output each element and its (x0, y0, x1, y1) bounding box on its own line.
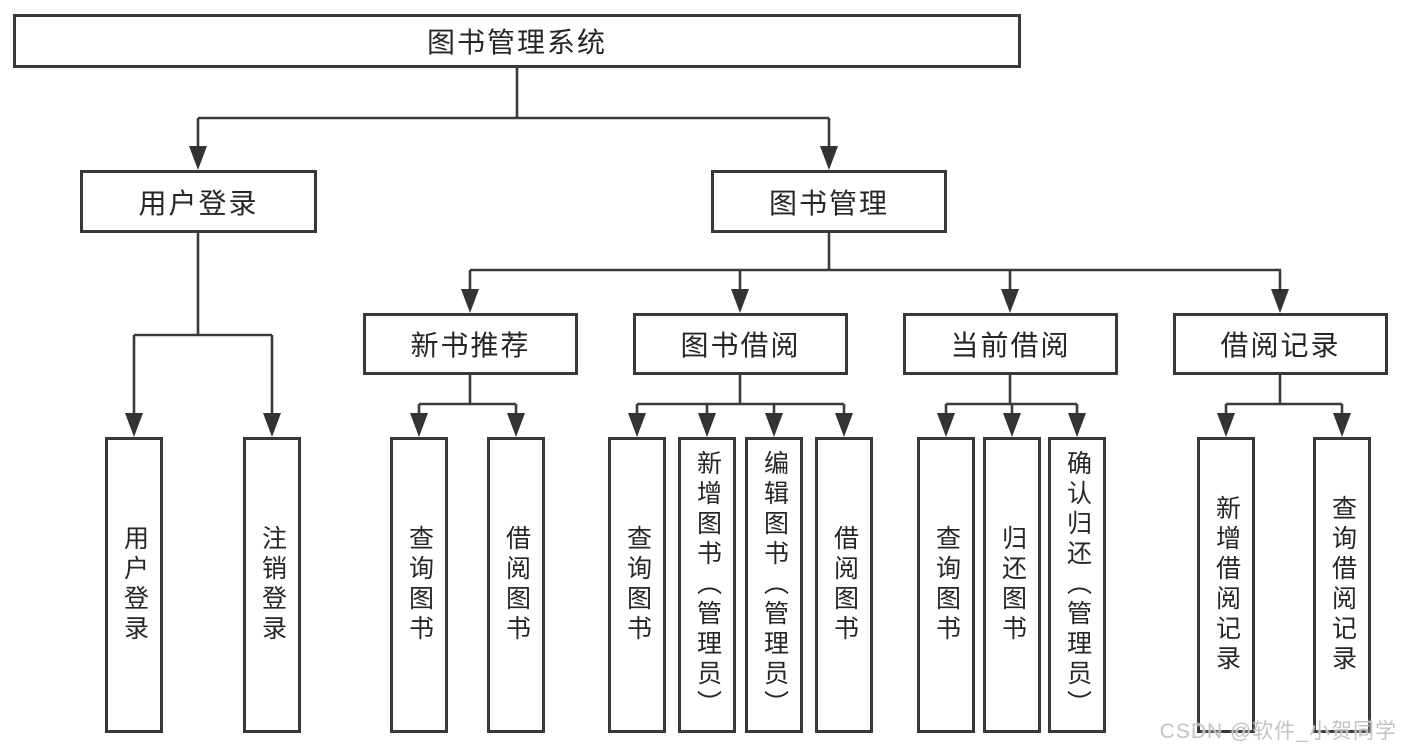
leaf-borrow-books-borrowing: 借阅图书 (815, 437, 873, 733)
node-new-book-recommend: 新书推荐 (363, 313, 578, 375)
leaf-logout: 注销登录 (243, 437, 301, 733)
leaf-add-borrow-record: 新增借阅记录 (1197, 437, 1255, 733)
node-book-management-branch: 图书管理 (711, 170, 947, 233)
leaf-return-books: 归还图书 (983, 437, 1041, 733)
leaf-query-borrow-record: 查询借阅记录 (1313, 437, 1371, 733)
leaf-query-books-recommend: 查询图书 (390, 437, 448, 733)
leaf-user-login: 用户登录 (105, 437, 163, 733)
csdn-watermark: CSDN @软件_小贺同学 (1159, 720, 1397, 743)
leaf-confirm-return-admin: 确认归还（管理员） (1048, 437, 1106, 733)
leaf-query-books-borrowing: 查询图书 (608, 437, 666, 733)
leaf-add-books-admin: 新增图书（管理员） (678, 437, 736, 733)
node-borrowing-records: 借阅记录 (1173, 313, 1388, 375)
leaf-query-books-current: 查询图书 (917, 437, 975, 733)
leaf-borrow-books-recommend: 借阅图书 (487, 437, 545, 733)
node-root-system: 图书管理系统 (13, 14, 1021, 68)
leaf-edit-books-admin: 编辑图书（管理员） (745, 437, 803, 733)
node-book-borrowing: 图书借阅 (633, 313, 848, 375)
node-user-login-branch: 用户登录 (80, 170, 317, 233)
node-current-borrowing: 当前借阅 (903, 313, 1118, 375)
